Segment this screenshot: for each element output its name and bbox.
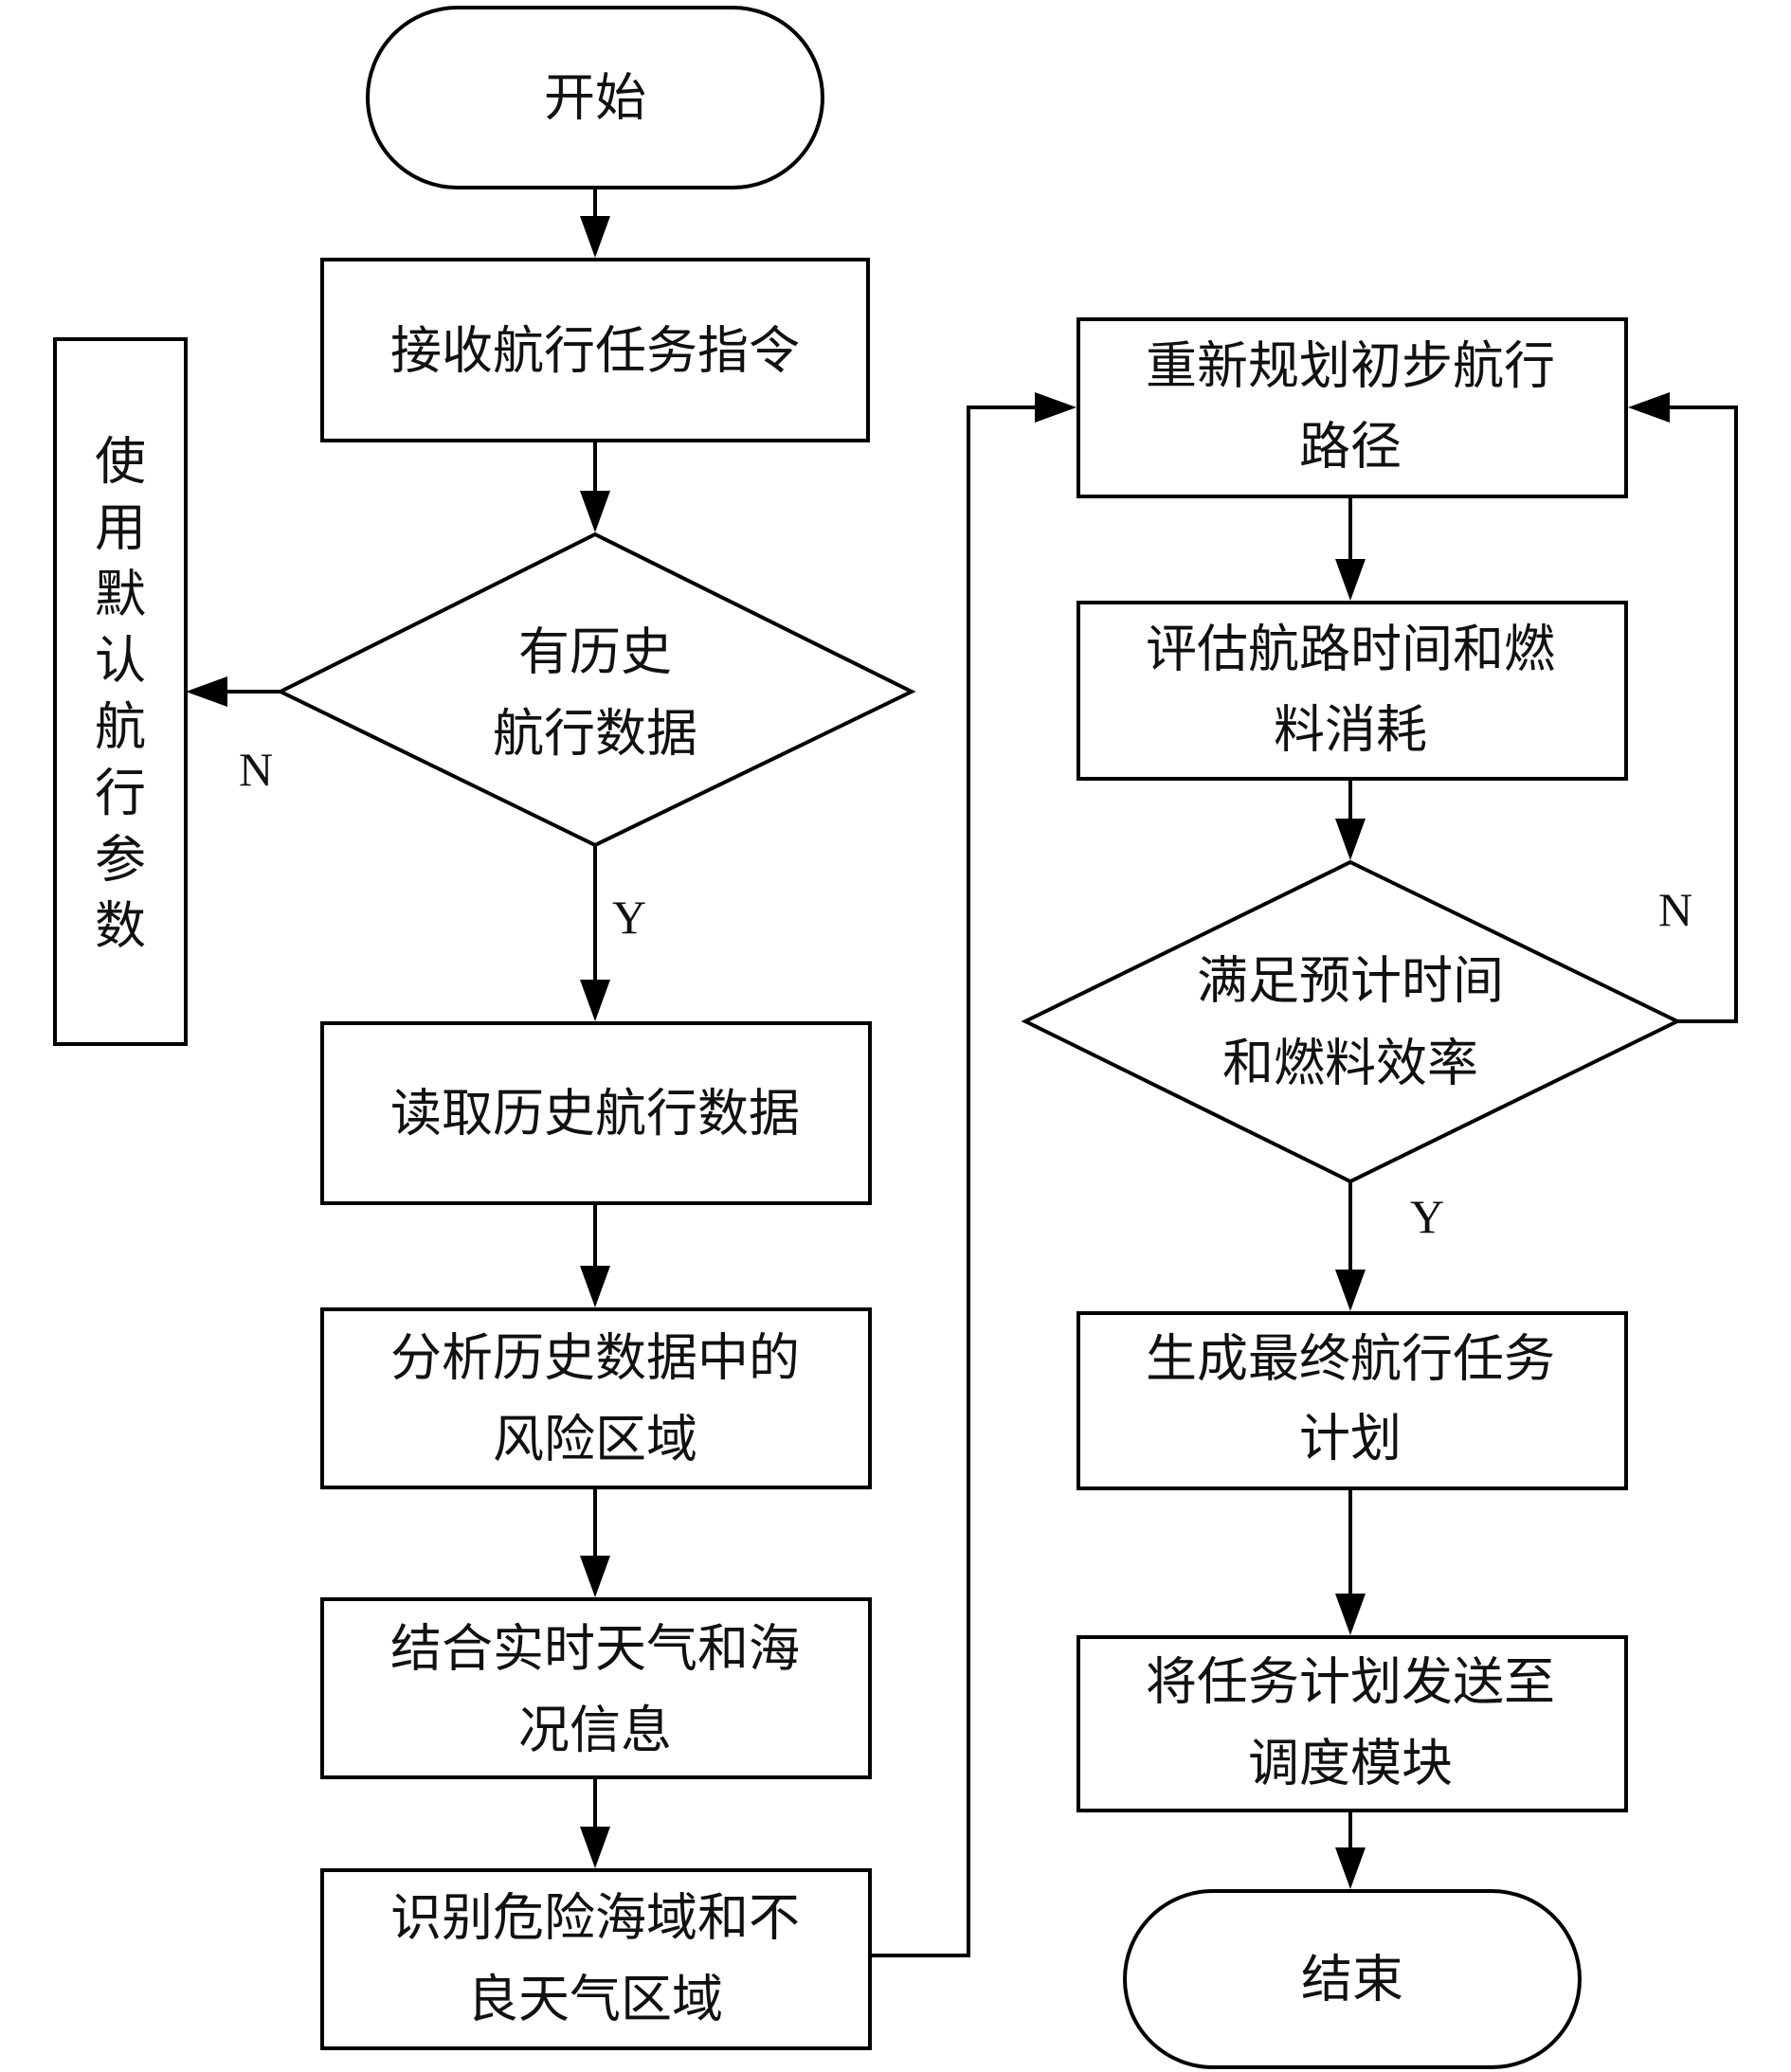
- has-history-label-line1: 有历史: [518, 622, 672, 682]
- evaluate-label-line1: 评估航路时间和燃: [1146, 620, 1555, 679]
- send-plan-node: 将任务计划发送至 调度模块: [1076, 1635, 1628, 1812]
- arrow-identify-to-replan: [870, 405, 1035, 1957]
- read-history-node: 读取历史航行数据: [320, 1021, 872, 1205]
- arrowhead: [580, 1266, 610, 1307]
- send-plan-label-line2: 调度模块: [1248, 1734, 1453, 1793]
- arrowhead: [580, 216, 610, 258]
- satisfy-yes-label: Y: [1410, 1190, 1444, 1243]
- arrowhead: [1335, 819, 1366, 860]
- arrowhead: [1335, 1270, 1366, 1311]
- replan-route-node: 重新规划初步航行 路径: [1076, 317, 1628, 498]
- read-history-label: 读取历史航行数据: [390, 1084, 800, 1144]
- satisfy-no-label: N: [1658, 883, 1692, 936]
- replan-route-label-line1: 重新规划初步航行: [1146, 336, 1555, 396]
- arrowhead: [1335, 1594, 1366, 1635]
- connectors: [186, 188, 1738, 1957]
- satisfy-decision: 满足预计时间 和燃料效率: [1021, 859, 1682, 1184]
- arrowhead: [580, 980, 610, 1021]
- analyze-risk-node: 分析历史数据中的 风险区域: [320, 1307, 872, 1489]
- arrowhead: [186, 676, 227, 707]
- end-node: 结束: [1123, 1889, 1582, 2069]
- generate-plan-label-line1: 生成最终航行任务: [1146, 1329, 1555, 1389]
- default-params-char: 航: [95, 697, 146, 757]
- start-node: 开始: [366, 6, 824, 189]
- decision-yes-label: Y: [612, 891, 646, 944]
- default-params-char: 数: [95, 896, 146, 956]
- default-params-char: 参: [95, 830, 146, 890]
- default-params-char: 认: [95, 631, 146, 691]
- identify-danger-label-line1: 识别危险海域和不: [390, 1888, 800, 1948]
- receive-task-node: 接收航行任务指令: [320, 258, 870, 442]
- replan-route-label-line2: 路径: [1299, 417, 1402, 477]
- arrowhead: [580, 1556, 610, 1597]
- decision-no-label: N: [239, 743, 273, 796]
- evaluate-label-line2: 料消耗: [1274, 700, 1427, 760]
- default-params-char: 使: [95, 432, 146, 492]
- analyze-risk-label-line1: 分析历史数据中的: [390, 1328, 800, 1388]
- combine-weather-label-line1: 结合实时天气和海: [390, 1619, 800, 1679]
- default-params-char: 默: [95, 565, 146, 624]
- satisfy-label-line1: 满足预计时间: [1197, 951, 1504, 1011]
- arrowhead: [1335, 1847, 1366, 1889]
- generate-plan-node: 生成最终航行任务 计划: [1076, 1311, 1628, 1490]
- has-history-decision: 有历史 航行数据: [276, 532, 916, 848]
- analyze-risk-label-line2: 风险区域: [493, 1410, 697, 1469]
- start-label: 开始: [544, 68, 646, 128]
- default-params-char: 行: [95, 764, 146, 823]
- default-params-char: 用: [95, 498, 146, 558]
- end-label: 结束: [1301, 1950, 1403, 2009]
- identify-danger-node: 识别危险海域和不 良天气区域: [320, 1868, 872, 2050]
- arrowhead: [1628, 392, 1670, 423]
- send-plan-label-line1: 将任务计划发送至: [1146, 1652, 1555, 1712]
- generate-plan-label-line2: 计划: [1299, 1409, 1402, 1468]
- arrowhead: [1335, 559, 1366, 601]
- arrowhead: [1035, 392, 1076, 423]
- combine-weather-node: 结合实时天气和海 况信息: [320, 1597, 872, 1779]
- receive-task-label: 接收航行任务指令: [390, 321, 800, 381]
- arrowhead: [580, 491, 610, 532]
- combine-weather-label-line2: 况信息: [518, 1701, 672, 1760]
- evaluate-node: 评估航路时间和燃 料消耗: [1076, 601, 1628, 781]
- arrow-satisfy-no-to-replan: [1670, 405, 1738, 1023]
- has-history-label-line2: 航行数据: [493, 704, 697, 764]
- identify-danger-label-line2: 良天气区域: [467, 1970, 723, 2029]
- arrowhead: [580, 1827, 610, 1868]
- default-params-node: 使 用 默 认 航 行 参 数: [53, 337, 188, 1046]
- satisfy-label-line2: 和燃料效率: [1222, 1034, 1478, 1093]
